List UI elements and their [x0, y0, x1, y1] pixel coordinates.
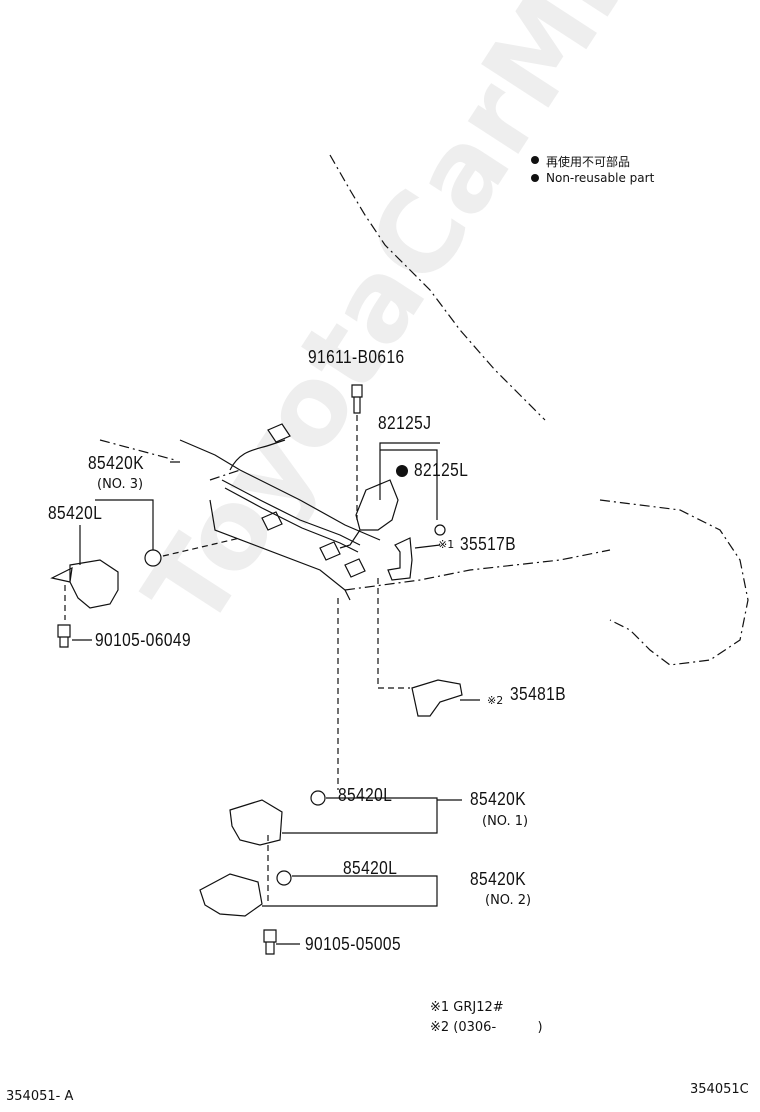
bolt-left-shape: [57, 624, 71, 648]
block-outline: [99, 439, 611, 591]
label-82125L: 82125L: [414, 460, 469, 480]
sensor-82125J: [339, 479, 399, 549]
label-85420L-low: 85420L: [343, 858, 398, 878]
label-85420L-mid: 85420L: [338, 785, 393, 805]
bolt-top-shape: [351, 384, 363, 414]
leader-82125J: [379, 442, 440, 500]
footer-right-code: 354051C: [690, 1082, 749, 1097]
leader-35517B: [414, 544, 441, 549]
label-85420K-no2: 85420K: [470, 869, 526, 889]
knock-sensor-left: [50, 559, 119, 609]
leader-85420L-low: [262, 875, 438, 907]
footnote-2: ※2 (0306- ): [430, 1020, 543, 1035]
mark-1: ※1: [438, 538, 455, 551]
legend-dot-2: [531, 174, 539, 182]
leader-85420L-mid: [282, 797, 438, 834]
knock-left-leader: [162, 537, 241, 557]
label-35481B: 35481B: [510, 684, 566, 704]
label-90105-05005: 90105-05005: [305, 934, 401, 954]
mark-2: ※2: [487, 694, 504, 707]
non-reusable-dot: [396, 465, 408, 477]
label-85420L-left: 85420L: [48, 503, 103, 523]
label-85420K-no1: 85420K: [470, 789, 526, 809]
legend-line2: Non-reusable part: [546, 171, 655, 185]
knock-sensor-no1: [229, 799, 283, 846]
legend-dot-1: [531, 156, 539, 164]
bolt-bottom-shape: [263, 929, 277, 955]
label-35517B: 35517B: [460, 534, 516, 554]
label-85420K-no3: 85420K: [88, 453, 144, 473]
engine-body: [179, 439, 381, 601]
legend-line1: 再使用不可部品: [546, 155, 631, 169]
clamp-35517B: [387, 537, 413, 581]
engine-outline: [329, 154, 749, 666]
leader-85420K-no3: [95, 461, 180, 550]
label-85420K-no2-sub: (NO. 2): [485, 893, 532, 908]
knock-sensor-no2: [199, 873, 263, 917]
label-82125J: 82125J: [378, 413, 432, 433]
footnote-1: ※1 GRJ12#: [430, 1000, 504, 1015]
clamp-35481B: [411, 679, 463, 717]
harness-connectors: [261, 423, 366, 578]
footer-left-code: 354051- A: [6, 1089, 74, 1104]
leader-82125L: [380, 449, 438, 520]
label-85420K-no3-sub: (NO. 3): [97, 477, 144, 492]
label-91611-B0616: 91611-B0616: [308, 347, 405, 367]
clamp-35481B-leader: [377, 578, 410, 689]
label-90105-06049: 90105-06049: [95, 630, 191, 650]
label-85420K-no1-sub: (NO. 1): [482, 814, 529, 829]
